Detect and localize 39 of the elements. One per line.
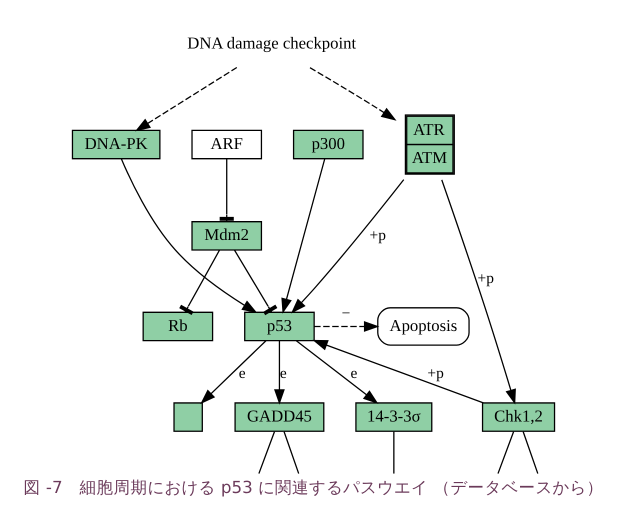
edge-label: +p <box>427 365 444 382</box>
connector <box>497 432 514 474</box>
arrow <box>200 340 266 404</box>
edge-label: e <box>280 365 287 382</box>
node-text: DNA damage checkpoint <box>187 34 356 53</box>
edge-label: − <box>342 305 350 322</box>
edge-label: e <box>350 365 358 382</box>
node-box: p53 <box>244 312 315 342</box>
node-box: DNA-PK <box>72 130 161 160</box>
caption: 図 -7 細胞周期における p53 に関連するパスウエイ （データベースから） <box>24 477 604 498</box>
node-box <box>173 402 203 432</box>
node-box: Mdm2 <box>191 221 262 251</box>
connector <box>284 432 300 474</box>
connector <box>234 250 278 316</box>
connector <box>179 250 220 315</box>
arrow <box>291 179 404 314</box>
node-box: 14-3-3σ <box>355 402 432 432</box>
edge-label: e <box>238 365 246 382</box>
node-box: GADD45 <box>234 402 324 432</box>
node-box: p300 <box>292 130 364 160</box>
arrow <box>312 340 484 404</box>
node-box: ARF <box>191 130 262 160</box>
arrow <box>274 340 285 405</box>
node-box: Rb <box>142 312 214 342</box>
arrow <box>296 340 378 404</box>
edge-label: +p <box>370 226 386 244</box>
arrow <box>120 158 258 314</box>
connector <box>522 432 538 474</box>
connector <box>393 432 394 474</box>
node-box: Apoptosis <box>377 307 470 346</box>
arrow <box>314 321 380 332</box>
node-box: Chk1,2 <box>482 402 556 432</box>
edge-label: +p <box>478 270 494 287</box>
connector <box>220 158 234 222</box>
arrow <box>310 67 397 121</box>
connector <box>258 432 276 474</box>
arrow <box>281 158 326 314</box>
arrow <box>135 66 238 132</box>
arrow <box>441 180 516 405</box>
